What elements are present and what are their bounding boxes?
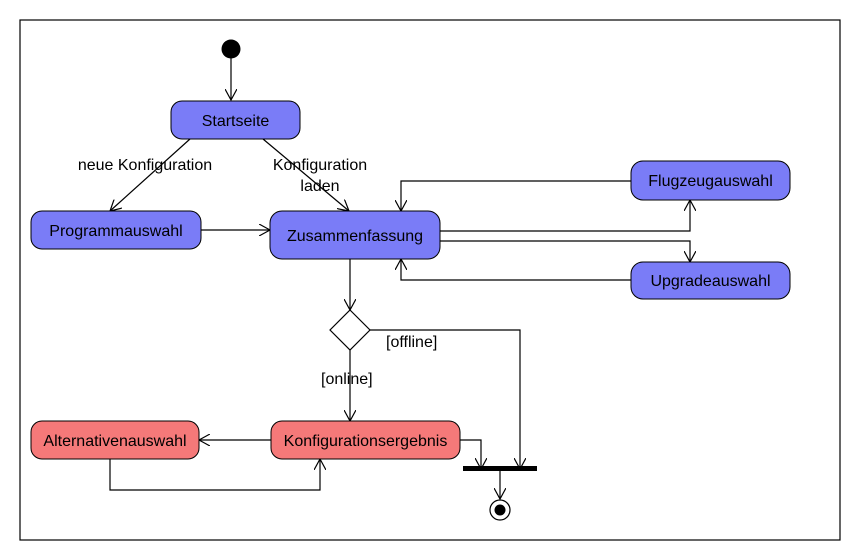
- node-startseite-label: Startseite: [202, 113, 270, 130]
- edge-label-konfiguration-laden-1: Konfiguration: [273, 157, 367, 174]
- edge-upgradeauswahl-to-zusammenfassung: [401, 259, 631, 281]
- node-alternativenauswahl[interactable]: Alternativenauswahl: [30, 420, 200, 460]
- node-programmauswahl[interactable]: Programmauswahl: [30, 210, 202, 250]
- edge-label-neue-konfiguration: neue Konfiguration: [78, 157, 212, 174]
- node-zusammenfassung-label: Zusammenfassung: [287, 228, 423, 245]
- final-node: [489, 499, 511, 521]
- node-upgradeauswahl[interactable]: Upgradeauswahl: [630, 261, 791, 300]
- node-flugzeugauswahl-label: Flugzeugauswahl: [648, 173, 773, 190]
- node-zusammenfassung[interactable]: Zusammenfassung: [269, 210, 441, 260]
- edge-startseite-to-zusammenfassung: [262, 138, 349, 211]
- initial-node: [221, 39, 241, 59]
- node-upgradeauswahl-label: Upgradeauswahl: [650, 273, 770, 290]
- node-programmauswahl-label: Programmauswahl: [49, 223, 182, 240]
- join-bar: [463, 466, 537, 471]
- edge-startseite-to-programmauswahl: [110, 138, 191, 211]
- node-konfigurationsergebnis-label: Konfigurationsergebnis: [284, 433, 448, 450]
- node-alternativenauswahl-label: Alternativenauswahl: [43, 433, 186, 450]
- node-konfigurationsergebnis[interactable]: Konfigurationsergebnis: [270, 420, 461, 460]
- edge-label-konfiguration-laden-2: laden: [300, 178, 339, 195]
- edge-zusammenfassung-to-upgradeauswahl: [440, 240, 690, 262]
- edges: [110, 58, 690, 499]
- edge-decision-offline: [369, 329, 520, 469]
- edge-ergebnis-to-join: [460, 439, 481, 469]
- edge-label-online: [online]: [321, 371, 373, 388]
- node-startseite[interactable]: Startseite: [170, 100, 301, 140]
- edge-flugzeugauswahl-to-zusammenfassung: [401, 180, 631, 211]
- edge-zusammenfassung-to-flugzeugauswahl: [440, 200, 690, 232]
- edge-label-offline: [offline]: [386, 334, 437, 351]
- edge-alternativen-to-ergebnis: [109, 459, 320, 491]
- node-flugzeugauswahl[interactable]: Flugzeugauswahl: [630, 160, 791, 201]
- decision-node: [329, 309, 371, 351]
